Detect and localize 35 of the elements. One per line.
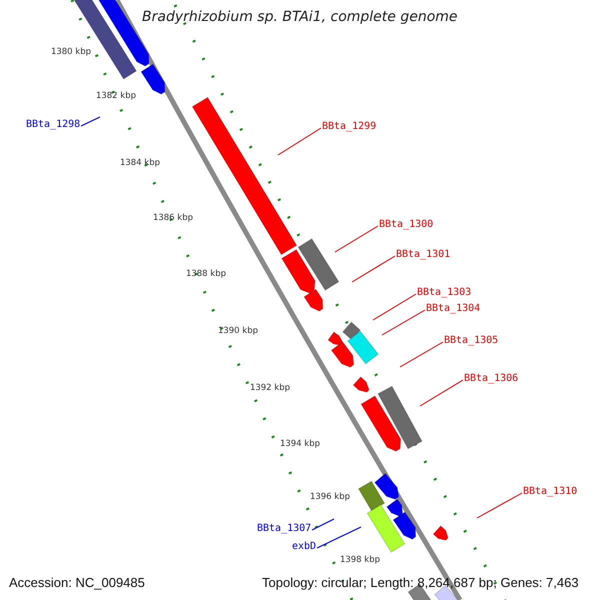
accession-text: Accession: NC_009485 xyxy=(9,576,145,589)
gene-label: BBta_1306 xyxy=(464,374,518,384)
gene-label: exbD xyxy=(292,542,316,552)
leader-line xyxy=(372,294,416,320)
gene-label: BBta_1300 xyxy=(379,220,434,230)
title: Bradyrhizobium sp. BTAi1, complete genome xyxy=(142,10,458,24)
scale-label: 1382 kbp xyxy=(96,92,136,100)
leader-line xyxy=(476,492,522,518)
leader-line xyxy=(382,310,426,336)
gene-label: BBta_1307 xyxy=(257,524,312,534)
leader-line xyxy=(352,256,396,282)
leader-line xyxy=(334,226,378,252)
gene-label: BBta_1310 xyxy=(523,487,578,497)
genome-summary-text: Topology: circular; Length: 8,264,687 bp; Genes: 7,463 xyxy=(262,576,579,589)
scale-label: 1394 kbp xyxy=(280,440,320,448)
gene-label: BBta_1303 xyxy=(417,288,472,298)
scale-label: 1380 kbp xyxy=(50,48,91,56)
scale-label: 1396 kbp xyxy=(310,493,350,502)
leader-line xyxy=(420,380,464,406)
leader-line xyxy=(316,526,362,548)
gene-label: BBta_1299 xyxy=(322,122,376,132)
gene-label: BBta_1305 xyxy=(444,336,498,346)
scale-label: 1388 kbp xyxy=(186,270,226,278)
gene-label: BBta_1304 xyxy=(426,304,480,314)
gene-label: BBta_1298 xyxy=(26,120,80,130)
leader-line xyxy=(400,342,444,368)
scale-label: 1392 kbp xyxy=(250,384,290,392)
scale-label: 1390 kbp xyxy=(218,327,258,336)
leader-line xyxy=(278,128,322,156)
scale-label: 1384 kbp xyxy=(120,159,160,168)
scale-label: 1386 kbp xyxy=(152,214,193,222)
scale-label: 1398 kbp xyxy=(340,556,380,564)
leader-line xyxy=(312,518,334,530)
leader-line xyxy=(80,116,100,126)
gene-label: BBta_1301 xyxy=(396,250,450,260)
